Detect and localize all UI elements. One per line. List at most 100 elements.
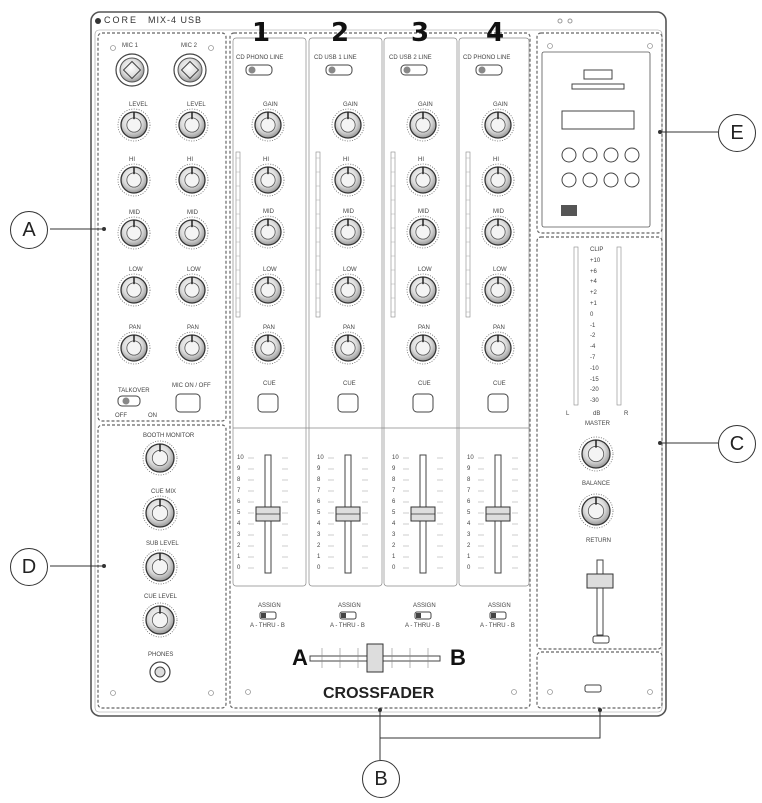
booth-monitor-knob[interactable] [142,440,178,476]
channel-2-assign-options: A - THRU - B [330,623,365,629]
player-button[interactable] [582,147,598,163]
sd-card-slot[interactable] [571,83,625,90]
channel-1-assign-label: ASSIGN [258,603,281,609]
channel-4-mid-knob[interactable] [481,215,515,249]
channel-3-gain-knob[interactable] [406,108,440,142]
panel-screws [110,43,653,696]
channel-4-fader-scale-7: 7 [467,488,471,494]
channel-1-gain-knob[interactable] [251,108,285,142]
sub-level-knob[interactable] [142,549,178,585]
master-selector-switch[interactable] [584,684,602,693]
mic2-xlr-socket[interactable] [173,53,207,87]
channel-1-high-knob[interactable] [251,163,285,197]
usb-port[interactable] [583,69,613,80]
callout-dots [102,130,662,712]
player-button[interactable] [603,147,619,163]
channel-1-fader-scale-7: 7 [237,488,241,494]
channel-3-fader-scale-4: 4 [392,521,396,527]
channel-4-gain-knob[interactable] [481,108,515,142]
channel-2-mid-label: MID [343,209,354,215]
master-knob[interactable] [578,436,614,472]
mic2-level-label: LEVEL [187,102,206,108]
mic2-level-knob[interactable] [175,108,209,142]
player-button[interactable] [603,172,619,188]
player-button[interactable] [561,172,577,188]
player-button[interactable] [561,147,577,163]
channel-4-pan-knob[interactable] [481,331,515,365]
channel-4-cue-button[interactable] [487,393,509,413]
mic1-xlr-socket[interactable] [115,53,149,87]
balance-knob[interactable] [578,493,614,529]
channel-3-cue-button[interactable] [412,393,434,413]
channel-1-assign-options: A - THRU - B [250,623,285,629]
phones-jack[interactable] [149,661,171,683]
player-button[interactable] [624,172,640,188]
channel-3-pan-knob[interactable] [406,331,440,365]
channel-3-gain-label: GAIN [418,102,433,108]
mic-on-off-button[interactable] [175,393,201,413]
channel-1-low-knob[interactable] [251,273,285,307]
channel-1-pan-knob[interactable] [251,331,285,365]
channel-2-cue-button[interactable] [337,393,359,413]
channel-1-fader[interactable] [255,454,281,574]
channel-1-fader-scale-5: 5 [237,510,241,516]
mic1-level-knob[interactable] [117,108,151,142]
master-meter-label: -30 [590,398,599,405]
mic1-hi-label: HI [129,157,135,163]
master-meter-label: -15 [590,376,599,383]
mic2-pan-knob[interactable] [175,331,209,365]
callout-a: A [10,211,48,249]
channel-2-fader-scale-6: 6 [317,499,321,505]
return-switch[interactable] [592,635,610,644]
booth-monitor-label: BOOTH MONITOR [143,433,195,439]
channel-2-high-knob[interactable] [331,163,365,197]
channel-2-mid-knob[interactable] [331,215,365,249]
channel-3-mid-knob[interactable] [406,215,440,249]
channel-2-fader-scale-5: 5 [317,510,321,516]
player-button[interactable] [624,147,640,163]
channel-3-level-meter [390,151,396,318]
channel-3-fader[interactable] [410,454,436,574]
master-meter-label: 0 [590,311,594,318]
channel-3-assign-switch-thumb [416,613,421,618]
crossfader[interactable] [309,643,441,673]
mic2-low-knob[interactable] [175,273,209,307]
channel-1-number: 1 [252,18,271,48]
mic2-mid-knob[interactable] [175,216,209,250]
channel-1-cue-button[interactable] [257,393,279,413]
channel-2-low-knob[interactable] [331,273,365,307]
callout-d: D [10,548,48,586]
master-meter-label: CLIP [590,247,604,253]
channel-1-mid-knob[interactable] [251,215,285,249]
channel-2-gain-knob[interactable] [331,108,365,142]
channel-4-low-label: LOW [493,267,507,273]
return-fader[interactable] [586,559,614,636]
mic1-low-knob[interactable] [117,273,151,307]
channel-2-pan-knob[interactable] [331,331,365,365]
talkover-on-label: ON [148,413,157,419]
master-meter-label: -7 [590,355,596,361]
channel-controls [235,64,515,620]
cue-mix-knob[interactable] [142,495,178,531]
cue-level-knob[interactable] [142,602,178,638]
corner-screw [567,18,573,24]
channel-2-fader-scale-3: 3 [317,532,321,538]
mixer-outer-panel [90,11,667,717]
channel-3-high-knob[interactable] [406,163,440,197]
channel-3-pan-label: PAN [418,325,430,331]
channel-4-gain-label: GAIN [493,102,508,108]
channel-4-low-knob[interactable] [481,273,515,307]
mic2-hi-knob[interactable] [175,163,209,197]
master-meter-label: -10 [590,365,599,372]
mic1-hi-knob[interactable] [117,163,151,197]
mic1-mid-knob[interactable] [117,216,151,250]
channel-3-low-knob[interactable] [406,273,440,307]
mic2-mid-label: MID [187,210,198,216]
player-button[interactable] [582,172,598,188]
channel-3-fader-scale-5: 5 [392,510,396,516]
channel-4-fader[interactable] [485,454,511,574]
channel-4-high-knob[interactable] [481,163,515,197]
channel-2-fader[interactable] [335,454,361,574]
channel-4-assign-options: A - THRU - B [480,623,515,629]
mic1-pan-knob[interactable] [117,331,151,365]
